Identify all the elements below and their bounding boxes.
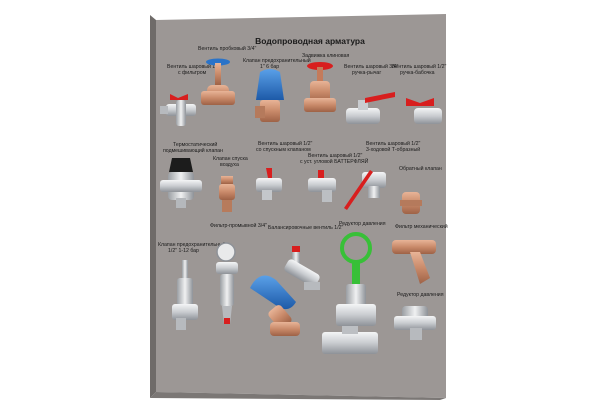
flushing-filter-gauge xyxy=(216,242,238,324)
balancing-valve-blue xyxy=(250,275,300,336)
label-klapan-pred-low-2: 1/2" 1-12 бар xyxy=(168,248,199,254)
label-vent-babochka-1: Вентиль шаровый 1/2" xyxy=(392,63,447,70)
check-valve-brass xyxy=(400,192,422,214)
board-title: Водопроводная арматура xyxy=(255,36,365,46)
label-reduktor-1: Редуктор давления xyxy=(339,221,386,227)
ball-valve-angle xyxy=(308,170,336,202)
ball-valve-with-filter xyxy=(160,94,196,126)
label-vent-filtr-2: с фильтром xyxy=(178,70,207,76)
mechanical-filter-brass xyxy=(392,240,436,284)
label-balans: Балансировочные вентиль 1/2" xyxy=(268,225,344,231)
label-vent-3hod-2: 3-ходовой Т-образный xyxy=(366,146,420,153)
label-vent-probkovyi: Вентиль пробковый 3/4" xyxy=(198,45,256,52)
label-zadvizhka: Задвижка клиновая xyxy=(302,53,349,59)
label-filtr-promyv: Фильтр-промывной 3/4" xyxy=(210,222,267,229)
plug-valve-blue-wheel xyxy=(201,58,235,105)
label-klapan-vozd-1: Клапан спуска xyxy=(213,156,248,162)
label-vent-rychag-1: Вентиль шаровый 3/4" xyxy=(344,63,399,70)
gate-valve-red-wheel xyxy=(304,62,336,112)
label-vent-obr-2: со спускным клапаном xyxy=(256,147,311,153)
ball-valve-drain xyxy=(256,168,282,200)
label-vent-rychag-2: ручка-рычаг xyxy=(352,70,381,76)
balancing-valve-chrome xyxy=(284,246,320,290)
safety-valve-blue xyxy=(255,69,284,122)
label-termo-2: подмешивающий клапан xyxy=(163,147,223,154)
board-side xyxy=(150,15,156,398)
label-vent-obr-1: Вентиль шаровый 1/2" xyxy=(258,140,313,147)
thermostatic-mixing-valve xyxy=(160,158,202,208)
board-bottom-edge xyxy=(150,392,446,400)
label-klapan-vozd-2: воздуха xyxy=(220,162,239,168)
label-vent-filtr-1: Вентиль шаровый 1/2" xyxy=(167,63,222,70)
label-reduktor-2: Редуктор давления xyxy=(397,292,444,298)
label-vent-vodyan-2: с уст. угловой БАТТЕРФЛЯЙ xyxy=(300,157,369,165)
label-klapan-pred-low-1: Клапан предохранительный xyxy=(158,241,226,248)
air-release-valve xyxy=(219,176,235,212)
label-termo-1: Термостатический xyxy=(173,141,217,148)
label-klapan-pred-1: Клапан предохранительный xyxy=(243,57,311,64)
ball-valve-lever xyxy=(346,92,395,124)
pressure-reducer-chrome xyxy=(394,306,436,340)
label-vent-babochka-2: ручка-бабочка xyxy=(400,70,435,76)
label-klapan-pred-2: 1" 6 бар xyxy=(260,64,279,70)
label-filtr-mech: Фильтр механический xyxy=(395,223,448,230)
pressure-reducer-green xyxy=(322,232,378,354)
three-way-ball-valve xyxy=(344,170,386,210)
ball-valve-butterfly xyxy=(406,98,442,124)
safety-valve-chrome xyxy=(172,260,198,330)
label-vent-3hod-1: Вентиль шаровый 1/2" xyxy=(366,140,421,147)
label-obr-klapan: Обратный клапан xyxy=(399,165,442,172)
label-vent-vodyan-1: Вентиль шаровый 1/2" xyxy=(308,152,363,159)
